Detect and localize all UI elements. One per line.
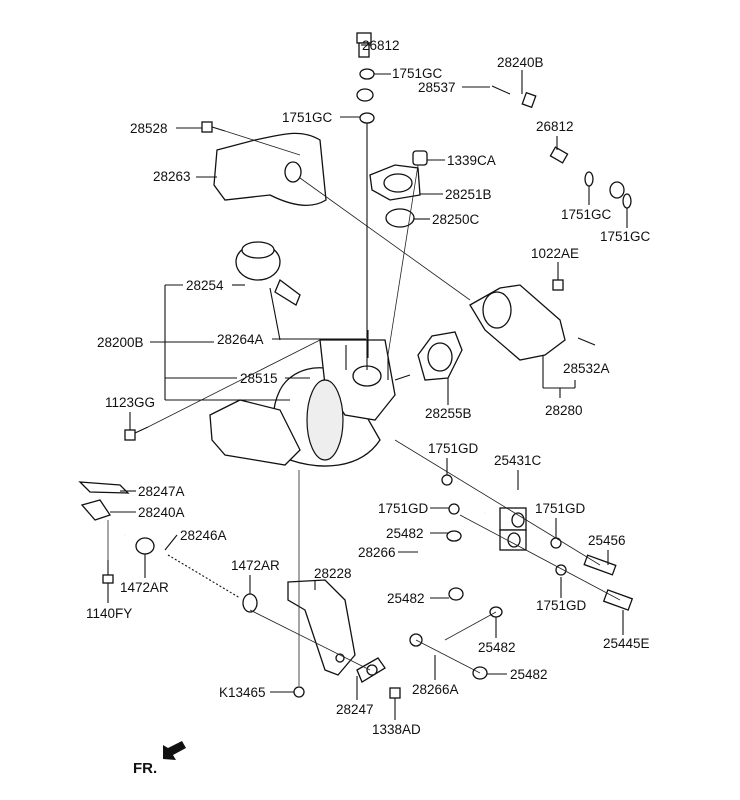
arrow-down-left-icon: [163, 741, 186, 760]
part-label: 1338AD: [372, 722, 421, 737]
part-label: 28263: [153, 169, 191, 184]
part-label: 28528: [130, 121, 168, 136]
part-label: 26812: [536, 119, 574, 134]
part-label: 25482: [386, 526, 424, 541]
part-label: 1751GD: [428, 441, 479, 456]
part-label: 1123GG: [105, 395, 155, 410]
part-drawings: [78, 32, 634, 760]
part-label: 28246A: [180, 528, 227, 543]
part-label: 1751GC: [282, 110, 333, 125]
washer-1751gc: [359, 68, 375, 80]
leader-lines: [107, 44, 628, 720]
part-label: 28247A: [138, 484, 185, 499]
part-label: 25431C: [494, 453, 542, 468]
part-label: 28255B: [425, 406, 472, 421]
part-label: 28266: [358, 545, 396, 560]
front-indicator: FR.: [133, 760, 157, 777]
part-label: 28515: [240, 371, 278, 386]
part-label: 1472AR: [231, 558, 280, 573]
part-label: 1022AE: [531, 246, 579, 261]
part-label: 28264A: [217, 332, 264, 347]
part-label: 1751GD: [378, 501, 429, 516]
part-label: 28247: [336, 702, 374, 717]
alignment-lines: [107, 130, 621, 686]
part-label: 1751GC: [600, 229, 651, 244]
part-label: 28280: [545, 403, 583, 418]
part-label: 25482: [478, 640, 516, 655]
part-label: 28266A: [412, 682, 459, 697]
part-label: 1751GD: [535, 501, 586, 516]
part-label: 28240A: [138, 505, 185, 520]
part-label: 25445E: [603, 636, 650, 651]
part-label: 28251B: [445, 187, 492, 202]
part-labels: 26812 1751GC 28240B 28537 1751GC 28528 2…: [86, 38, 651, 777]
part-label: 1751GC: [392, 66, 443, 81]
part-label: 26812: [362, 38, 400, 53]
part-label: 25456: [588, 533, 626, 548]
part-label: 28200B: [97, 335, 144, 350]
part-label: 28240B: [497, 55, 544, 70]
part-label: 1472AR: [120, 580, 169, 595]
bracket-28228: [287, 579, 356, 676]
part-label: 28537: [418, 80, 456, 95]
part-label: 1339CA: [447, 153, 496, 168]
part-label: 28532A: [563, 361, 610, 376]
heat-shield-28263: [213, 132, 327, 207]
part-label: K13465: [219, 685, 266, 700]
part-label: 1751GC: [561, 207, 612, 222]
part-label: 28228: [314, 566, 352, 581]
elbow-28280: [469, 284, 566, 361]
part-label: 1140FY: [86, 606, 132, 621]
part-label: 25482: [510, 667, 548, 682]
part-label: 28254: [186, 278, 224, 293]
part-label: 1751GD: [536, 598, 587, 613]
part-label: 28250C: [432, 212, 480, 227]
part-label: 25482: [387, 591, 425, 606]
